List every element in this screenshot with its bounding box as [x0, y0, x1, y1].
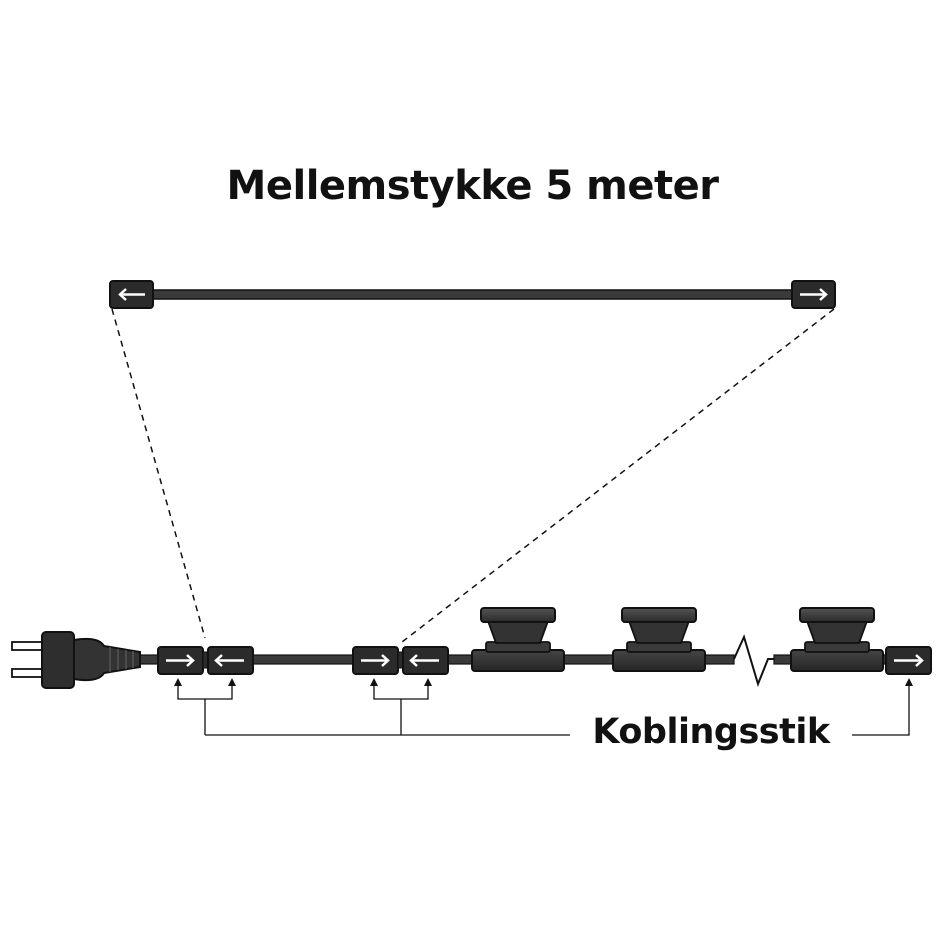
- arrow-left-icon: [118, 288, 145, 301]
- bulb-socket-icon: [790, 607, 884, 672]
- arrow-left-icon: [409, 654, 439, 667]
- bulb-socket-icon: [471, 607, 565, 672]
- projection-line-left: [111, 308, 206, 639]
- connector-top-right: [791, 280, 836, 309]
- bulb-socket-icon: [612, 607, 706, 672]
- connector-label: Koblingsstik: [580, 712, 842, 752]
- extension-cable-wire: [149, 289, 799, 300]
- arrow-right-icon: [166, 654, 195, 667]
- cable-break-icon: [733, 634, 774, 688]
- arrow-left-icon: [214, 654, 244, 667]
- power-plug-icon: [11, 631, 141, 689]
- connector-leader-lines: [177, 684, 910, 736]
- connector-bottom-1: [157, 646, 204, 675]
- extension-cable: [109, 280, 836, 309]
- diagram-title: Mellemstykke 5 meter: [226, 163, 719, 209]
- leader-arrowheads: [174, 678, 913, 686]
- connector-bottom-4: [402, 646, 449, 675]
- connector-bottom-3: [352, 646, 399, 675]
- connector-bottom-end: [885, 646, 932, 675]
- arrow-right-icon: [894, 654, 924, 667]
- connector-bottom-2: [207, 646, 254, 675]
- projection-line-right: [401, 308, 835, 643]
- arrow-right-icon: [800, 288, 828, 301]
- connector-top-left: [109, 280, 154, 309]
- arrow-right-icon: [361, 654, 390, 667]
